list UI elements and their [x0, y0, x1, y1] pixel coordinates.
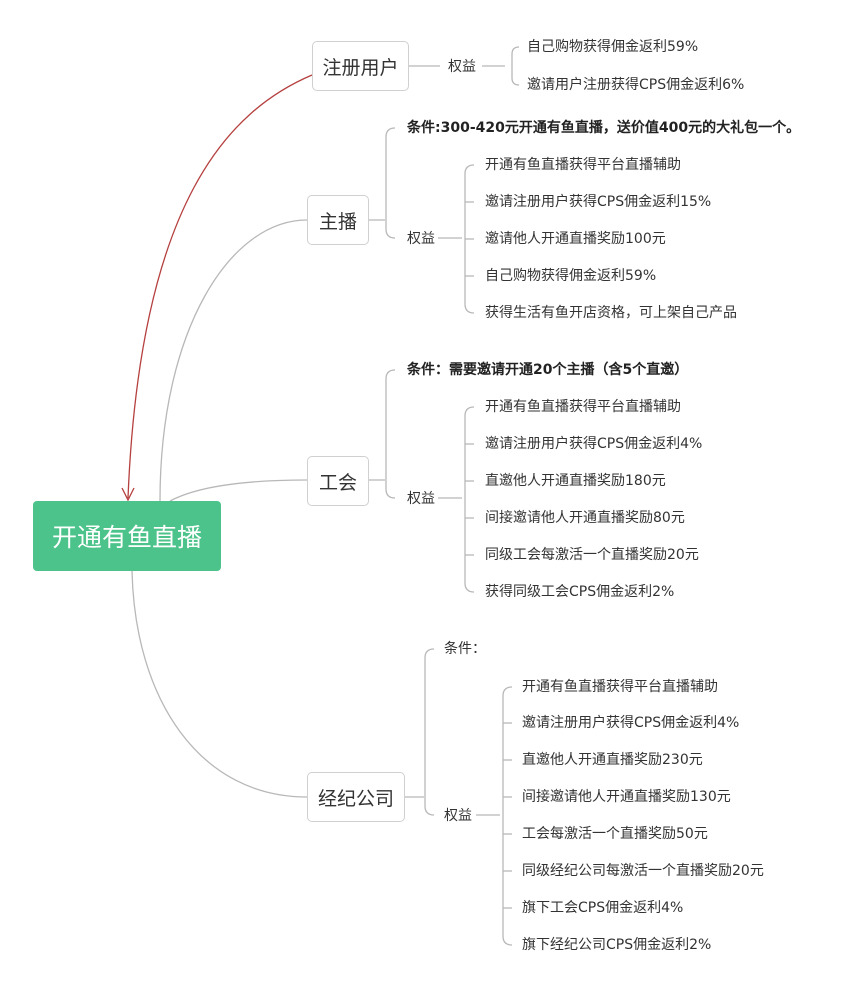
anchor-condition: 条件:300-420元开通有鱼直播，送价值400元的大礼包一个。 [407, 120, 801, 136]
user-right-item: 自己购物获得佣金返利59% [527, 39, 699, 55]
agency-right-item: 直邀他人开通直播奖励230元 [522, 752, 703, 768]
guild-right-item: 间接邀请他人开通直播奖励80元 [485, 510, 685, 526]
root-node[interactable]: 开通有鱼直播 [33, 501, 221, 571]
anchor-right-item: 邀请注册用户获得CPS佣金返利15% [485, 194, 712, 210]
arrowhead-icon [121, 487, 135, 502]
user-rights-label: 权益 [448, 59, 476, 75]
anchor-right-item: 邀请他人开通直播奖励100元 [485, 231, 666, 247]
connector-root-anchor [159, 219, 308, 502]
connector-root-guild [169, 479, 308, 502]
guild-right-item: 开通有鱼直播获得平台直播辅助 [485, 399, 681, 415]
user-right-item: 邀请用户注册获得CPS佣金返利6% [527, 77, 745, 93]
guild-right-item: 同级工会每激活一个直播奖励20元 [485, 547, 699, 563]
guild-right-item: 邀请注册用户获得CPS佣金返利4% [485, 436, 703, 452]
agency-right-item: 工会每激活一个直播奖励50元 [522, 826, 708, 842]
node-registered-user[interactable]: 注册用户 [312, 41, 409, 91]
node-guild[interactable]: 工会 [307, 456, 369, 506]
anchor-right-item: 开通有鱼直播获得平台直播辅助 [485, 157, 681, 173]
connector-root-agency [131, 570, 308, 798]
anchor-right-item: 获得生活有鱼开店资格，可上架自己产品 [485, 305, 737, 321]
anchor-rights-label: 权益 [407, 231, 435, 247]
agency-right-item: 开通有鱼直播获得平台直播辅助 [522, 679, 718, 695]
agency-right-item: 同级经纪公司每激活一个直播奖励20元 [522, 863, 764, 879]
node-anchor[interactable]: 主播 [307, 195, 369, 245]
anchor-right-item: 自己购物获得佣金返利59% [485, 268, 657, 284]
guild-condition: 条件：需要邀请开通20个主播（含5个直邀） [407, 362, 689, 378]
guild-right-item: 获得同级工会CPS佣金返利2% [485, 584, 675, 600]
relationship-arrow [127, 74, 313, 499]
guild-right-item: 直邀他人开通直播奖励180元 [485, 473, 666, 489]
agency-right-item: 邀请注册用户获得CPS佣金返利4% [522, 715, 740, 731]
node-agency[interactable]: 经纪公司 [307, 772, 405, 822]
agency-right-item: 旗下经纪公司CPS佣金返利2% [522, 937, 712, 953]
agency-right-item: 旗下工会CPS佣金返利4% [522, 900, 684, 916]
agency-right-item: 间接邀请他人开通直播奖励130元 [522, 789, 731, 805]
guild-rights-label: 权益 [407, 491, 435, 507]
agency-rights-label: 权益 [444, 808, 472, 824]
agency-condition: 条件： [444, 641, 486, 657]
